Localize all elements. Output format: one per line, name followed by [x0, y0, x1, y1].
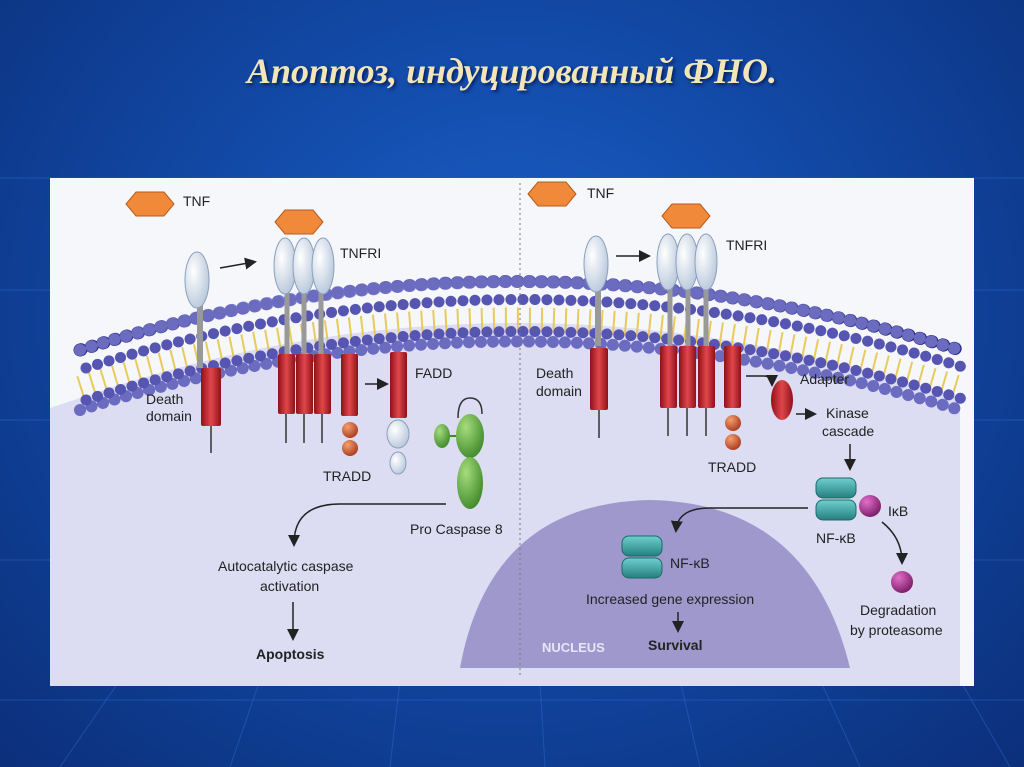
- tnf-ligand-free-right: [527, 181, 577, 207]
- adapter-protein: [771, 380, 793, 420]
- apoptosis-label: Apoptosis: [256, 646, 325, 662]
- ikb-degraded: [891, 571, 913, 593]
- tnfri-label: TNFRI: [340, 245, 381, 261]
- nfkb-ikb-complex: [815, 477, 881, 521]
- receptor-extracellular: [184, 251, 210, 309]
- ikb-label: IκB: [888, 503, 908, 519]
- arrow-to-degradation: [881, 521, 908, 565]
- kinase-label-1: Kinase: [826, 405, 869, 421]
- arrow-to-nucleus: [670, 507, 808, 533]
- death-domain-block-right: [590, 348, 608, 410]
- degradation-label-2: by proteasome: [850, 622, 943, 638]
- nfkb-label: NF-κB: [670, 555, 710, 571]
- tnf-pathway-diagram: TNF Death domain TNFRI: [50, 181, 972, 686]
- autocatalytic-label-1: Autocatalytic caspase: [218, 558, 354, 574]
- nucleus-label: NUCLEUS: [542, 640, 605, 655]
- death-domain-label-2: domain: [146, 408, 192, 424]
- death-domain-right-1: Death: [536, 365, 573, 381]
- left-pathway: TNF Death domain TNFRI: [125, 191, 503, 662]
- tnf-label-right: TNF: [587, 185, 614, 201]
- arrow-caspase-activation: [288, 503, 446, 547]
- nfkb-complex-label: NF-κB: [816, 530, 856, 546]
- increased-expression-label: Increased gene expression: [586, 591, 754, 607]
- slide-title: Апоптоз, индуцированный ФНО.: [247, 51, 777, 91]
- pro-caspase-label: Pro Caspase 8: [410, 521, 503, 537]
- receptor-extracellular-right: [583, 235, 609, 293]
- tnfri-label-right: TNFRI: [726, 237, 767, 253]
- diagram-panel: TNF Death domain TNFRI: [50, 178, 974, 686]
- survival-label: Survival: [648, 637, 702, 653]
- right-pathway: TNF Death domain TNFRI TR: [527, 181, 943, 655]
- tradd-label: TRADD: [323, 468, 371, 484]
- pro-caspase-8: [434, 397, 484, 509]
- nucleus: [460, 500, 850, 668]
- tnf-ligand-bound-right: [661, 203, 711, 229]
- tnfri-trimer: [273, 237, 335, 443]
- nfkb-dimer: [621, 535, 663, 579]
- tnf-ligand-free: [125, 191, 175, 217]
- death-domain-label-1: Death: [146, 391, 183, 407]
- death-domain-block: [201, 368, 221, 426]
- arrow-trimerization: [219, 257, 257, 270]
- tnfri-trimer-right: [656, 233, 718, 436]
- tnf-ligand-bound: [274, 209, 324, 235]
- death-domain-right-2: domain: [536, 383, 582, 399]
- autocatalytic-label-2: activation: [260, 578, 319, 594]
- tnf-label: TNF: [183, 193, 210, 209]
- tradd-label-right: TRADD: [708, 459, 756, 475]
- arrow-to-adapter: [746, 374, 778, 387]
- adapter-label: Adapter: [800, 371, 849, 387]
- fadd: [386, 352, 410, 475]
- fadd-label: FADD: [415, 365, 452, 381]
- kinase-label-2: cascade: [822, 423, 874, 439]
- tradd: [341, 354, 358, 456]
- tradd-right: [724, 346, 741, 450]
- degradation-label-1: Degradation: [860, 602, 936, 618]
